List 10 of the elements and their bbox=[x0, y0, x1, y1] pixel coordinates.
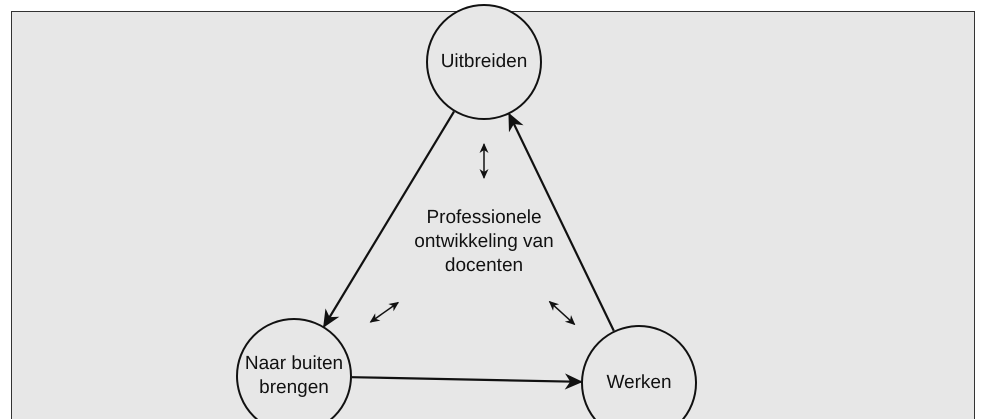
node-label: Werken bbox=[605, 371, 673, 395]
node-label: Naar buiten brengen bbox=[244, 352, 344, 400]
node-label: Professionele ontwikkeling van docenten bbox=[413, 206, 555, 278]
arrow bbox=[352, 373, 583, 390]
arrow bbox=[323, 111, 455, 328]
double-arrow bbox=[370, 302, 400, 323]
double-arrow bbox=[548, 300, 576, 326]
double-arrow bbox=[480, 143, 488, 179]
node-label: Uitbreiden bbox=[440, 50, 528, 74]
arrow bbox=[508, 112, 615, 332]
